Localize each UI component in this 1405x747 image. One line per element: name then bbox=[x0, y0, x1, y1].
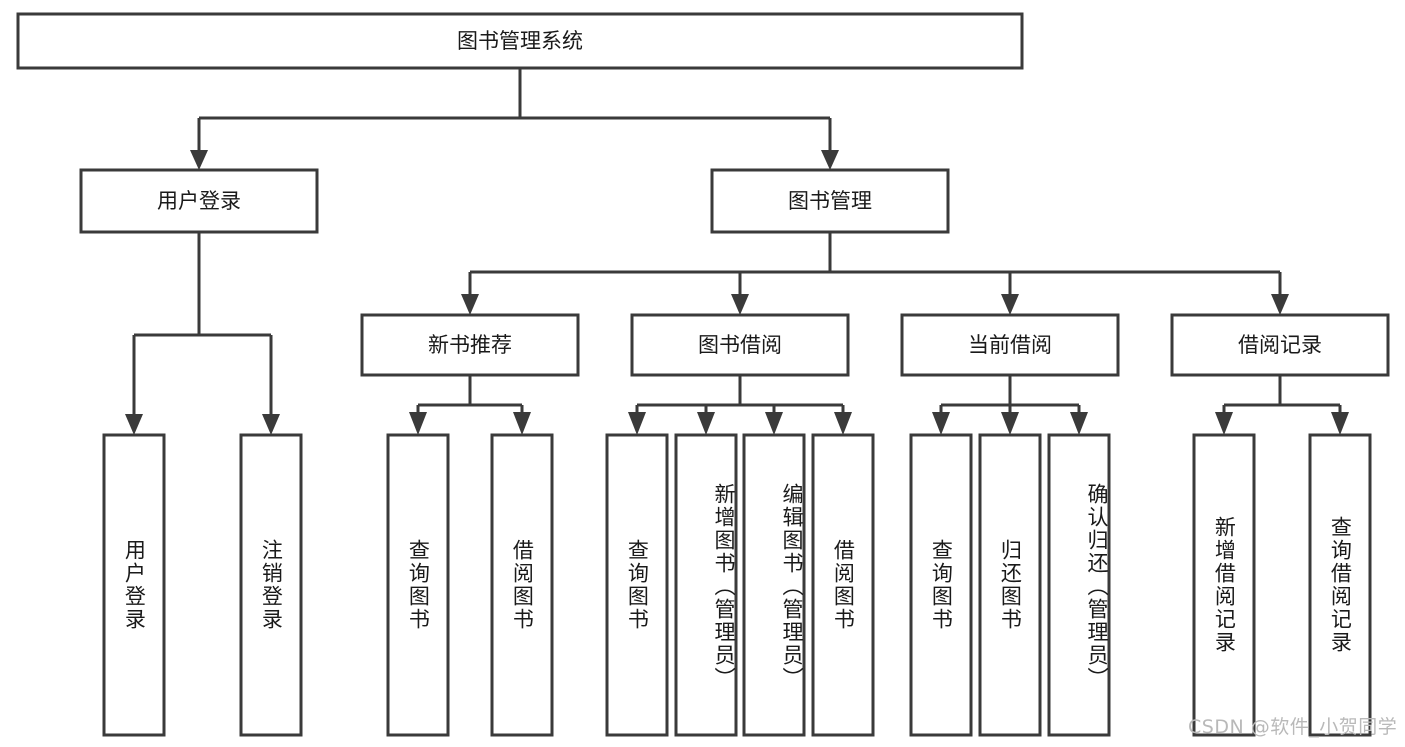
arrow-icon bbox=[1331, 412, 1349, 435]
leaf-box-book-borrow-0[interactable] bbox=[605, 433, 669, 737]
node-book-borrow[interactable]: 图书借阅 bbox=[630, 313, 850, 377]
leaf-boxes-book-borrow bbox=[605, 433, 875, 737]
arrow-icon bbox=[628, 412, 646, 435]
arrow-icon bbox=[409, 412, 427, 435]
leaf-boxes-borrow-record bbox=[1192, 433, 1372, 737]
arrow-icon bbox=[125, 414, 143, 435]
arrow-icon bbox=[821, 150, 839, 170]
arrow-icon bbox=[190, 150, 208, 170]
arrow-icon bbox=[1001, 294, 1019, 315]
node-user-login[interactable]: 用户登录 bbox=[79, 168, 319, 234]
node-new-book-recommend-box[interactable] bbox=[360, 313, 580, 377]
node-user-login-label: 用户登录 bbox=[157, 189, 241, 213]
arrow-icon bbox=[834, 412, 852, 435]
node-borrow-record-label: 借阅记录 bbox=[1238, 333, 1322, 357]
leaf-boxes-user-login bbox=[102, 433, 303, 737]
arrow-icon bbox=[765, 412, 783, 435]
arrow-icon bbox=[513, 412, 531, 435]
node-root-box[interactable] bbox=[16, 12, 1024, 70]
node-book-borrow-label: 图书借阅 bbox=[698, 333, 782, 357]
arrow-icon bbox=[1215, 412, 1233, 435]
arrow-icon bbox=[731, 294, 749, 315]
connector-currentborrow-to-leaves bbox=[932, 375, 1088, 435]
arrow-icon bbox=[461, 294, 479, 315]
node-book-management-label: 图书管理 bbox=[788, 189, 872, 213]
leaf-box-borrow-record-1[interactable] bbox=[1308, 433, 1372, 737]
leaf-boxes-current-borrow bbox=[909, 433, 1111, 737]
node-new-book-recommend[interactable]: 新书推荐 bbox=[360, 313, 580, 377]
arrow-icon bbox=[697, 412, 715, 435]
node-current-borrow[interactable]: 当前借阅 bbox=[900, 313, 1120, 377]
leaf-box-current-borrow-0[interactable] bbox=[909, 433, 973, 737]
arrow-icon bbox=[262, 414, 280, 435]
leaf-box-new-book-1[interactable] bbox=[490, 433, 554, 737]
node-root-label: 图书管理系统 bbox=[457, 29, 583, 53]
leaf-box-current-borrow-2[interactable] bbox=[1047, 433, 1111, 737]
node-borrow-record-box[interactable] bbox=[1170, 313, 1390, 377]
watermark-text: CSDN @软件_小贺同学 bbox=[1188, 716, 1398, 738]
leaf-box-borrow-record-0[interactable] bbox=[1192, 433, 1256, 737]
arrow-icon bbox=[1001, 412, 1019, 435]
node-book-borrow-box[interactable] bbox=[630, 313, 850, 377]
node-book-management[interactable]: 图书管理 bbox=[710, 168, 950, 234]
leaf-boxes-new-book bbox=[386, 433, 554, 737]
arrow-icon bbox=[1271, 294, 1289, 315]
node-borrow-record[interactable]: 借阅记录 bbox=[1170, 313, 1390, 377]
leaf-box-current-borrow-1[interactable] bbox=[978, 433, 1042, 737]
arrow-icon bbox=[1070, 412, 1088, 435]
connector-newbook-to-leaves bbox=[409, 375, 531, 435]
leaf-box-user-login-1[interactable] bbox=[239, 433, 303, 737]
node-current-borrow-box[interactable] bbox=[900, 313, 1120, 377]
leaf-box-book-borrow-1[interactable] bbox=[674, 433, 738, 737]
node-book-management-box[interactable] bbox=[710, 168, 950, 234]
connector-bookmgmt-to-level3 bbox=[461, 232, 1289, 315]
leaf-box-book-borrow-2[interactable] bbox=[742, 433, 806, 737]
node-root[interactable]: 图书管理系统 bbox=[16, 12, 1024, 70]
connector-bookborrow-to-leaves bbox=[628, 375, 852, 435]
node-new-book-recommend-label: 新书推荐 bbox=[428, 333, 512, 357]
connector-root-to-level2 bbox=[190, 68, 839, 170]
connector-userlogin-to-leaves bbox=[125, 232, 280, 435]
node-user-login-box[interactable] bbox=[79, 168, 319, 234]
node-current-borrow-label: 当前借阅 bbox=[968, 333, 1052, 357]
leaf-box-book-borrow-3[interactable] bbox=[811, 433, 875, 737]
arrow-icon bbox=[932, 412, 950, 435]
connector-borrowrecord-to-leaves bbox=[1215, 375, 1349, 435]
leaf-box-user-login-0[interactable] bbox=[102, 433, 166, 737]
leaf-box-new-book-0[interactable] bbox=[386, 433, 450, 737]
